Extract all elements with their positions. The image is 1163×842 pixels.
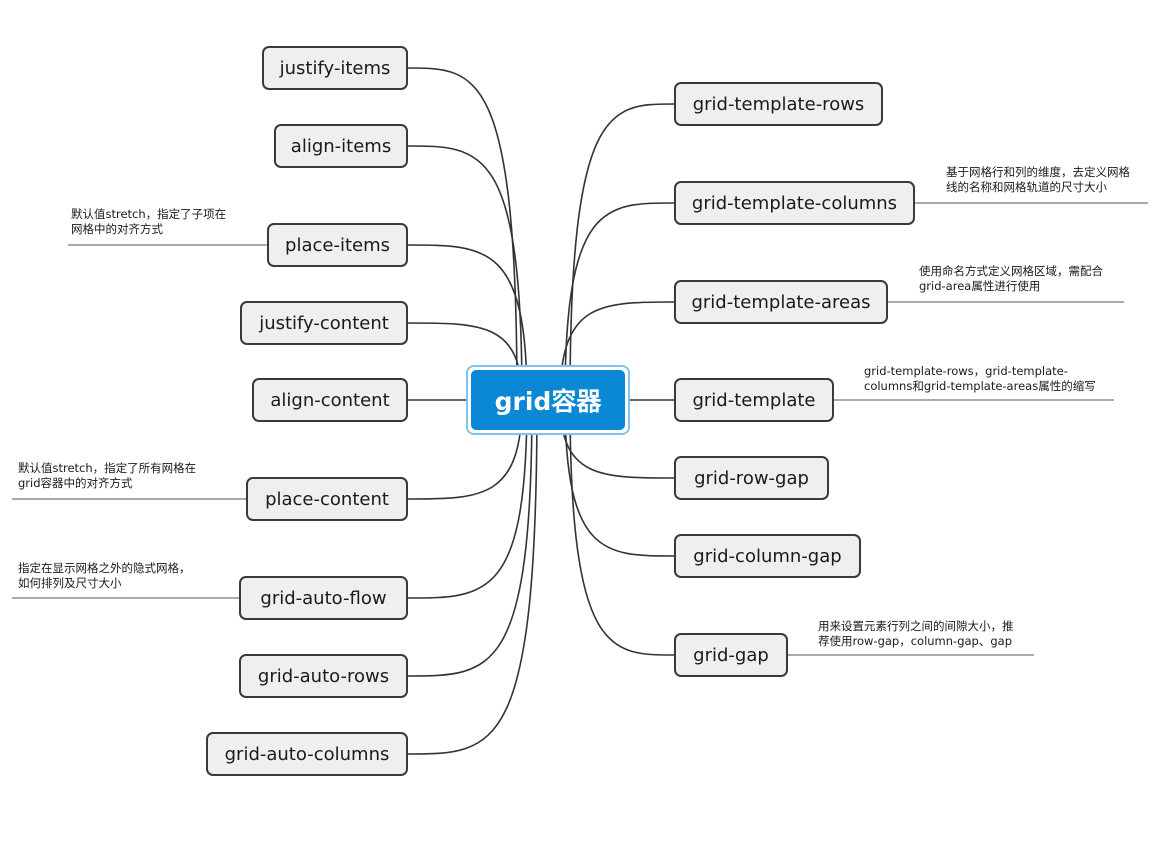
- node-grid-auto-rows[interactable]: grid-auto-rows: [239, 654, 408, 698]
- note-line: 默认值stretch，指定了子项在: [71, 207, 227, 221]
- note-line: 指定在显示网格之外的隐式网格，: [18, 561, 191, 575]
- note-line: 如何排列及尺寸大小: [18, 576, 122, 590]
- note-line: grid-area属性进行使用: [919, 279, 1041, 293]
- note-line: 线的名称和网格轨道的尺寸大小: [946, 180, 1107, 194]
- connector-line: [407, 399, 538, 755]
- node-grid-column-gap[interactable]: grid-column-gap: [674, 534, 861, 578]
- connector-line: [564, 399, 675, 557]
- central-topic-label: grid容器: [471, 370, 625, 430]
- node-align-content[interactable]: align-content: [252, 378, 408, 422]
- node-place-content[interactable]: place-content: [246, 477, 408, 521]
- note-grid-template-areas: 使用命名方式定义网格区域，需配合 grid-area属性进行使用: [919, 264, 1103, 294]
- central-topic[interactable]: grid容器: [466, 365, 630, 435]
- note-grid-template: grid-template-rows，grid-template- column…: [864, 364, 1096, 394]
- note-grid-auto-flow: 指定在显示网格之外的隐式网格， 如何排列及尺寸大小: [18, 561, 191, 591]
- note-line: grid-template-rows，grid-template-: [864, 364, 1068, 378]
- node-grid-template-columns[interactable]: grid-template-columns: [674, 181, 915, 225]
- connector-line: [564, 202, 675, 401]
- note-line: 使用命名方式定义网格区域，需配合: [919, 264, 1103, 278]
- note-place-content: 默认值stretch，指定了所有网格在 grid容器中的对齐方式: [18, 461, 196, 491]
- note-line: 用来设置元素行列之间的间隙大小，推: [818, 619, 1014, 633]
- node-justify-items[interactable]: justify-items: [262, 46, 408, 90]
- note-line: 荐使用row-gap，column-gap、gap: [818, 634, 1012, 648]
- connector-line: [407, 399, 528, 599]
- node-align-items[interactable]: align-items: [274, 124, 408, 168]
- connector-line: [407, 399, 533, 677]
- node-justify-content[interactable]: justify-content: [240, 301, 408, 345]
- connector-line: [569, 399, 675, 656]
- node-grid-auto-flow[interactable]: grid-auto-flow: [239, 576, 408, 620]
- note-line: grid容器中的对齐方式: [18, 476, 133, 490]
- note-grid-gap: 用来设置元素行列之间的间隙大小，推 荐使用row-gap，column-gap、…: [818, 619, 1014, 649]
- note-line: 网格中的对齐方式: [71, 222, 163, 236]
- note-line: 默认值stretch，指定了所有网格在: [18, 461, 197, 475]
- connector-line: [407, 67, 518, 401]
- note-grid-template-columns: 基于网格行和列的维度，去定义网格 线的名称和网格轨道的尺寸大小: [946, 165, 1130, 195]
- node-grid-gap[interactable]: grid-gap: [674, 633, 788, 677]
- note-place-items: 默认值stretch，指定了子项在 网格中的对齐方式: [71, 207, 226, 237]
- node-grid-auto-columns[interactable]: grid-auto-columns: [206, 732, 408, 776]
- note-line: columns和grid-template-areas属性的缩写: [864, 379, 1096, 393]
- connector-line: [407, 244, 528, 401]
- note-line: 基于网格行和列的维度，去定义网格: [946, 165, 1130, 179]
- node-grid-template-areas[interactable]: grid-template-areas: [674, 280, 888, 324]
- node-grid-template[interactable]: grid-template: [674, 378, 834, 422]
- node-place-items[interactable]: place-items: [267, 223, 408, 267]
- node-grid-row-gap[interactable]: grid-row-gap: [674, 456, 829, 500]
- connector-line: [569, 103, 675, 401]
- node-grid-template-rows[interactable]: grid-template-rows: [674, 82, 883, 126]
